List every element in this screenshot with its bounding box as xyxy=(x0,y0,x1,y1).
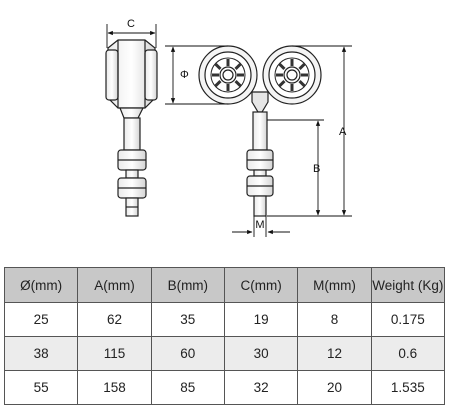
table-row: 38 115 60 30 12 0.6 xyxy=(3,336,446,371)
column-header-b: B(mm) xyxy=(150,267,225,303)
label-m: M xyxy=(255,219,264,231)
side-view xyxy=(105,39,158,217)
label-a: A xyxy=(339,126,347,138)
dimension-a: A xyxy=(267,45,352,217)
label-c: C xyxy=(127,18,135,30)
cell-a: 115 xyxy=(77,336,152,371)
dimension-m: M xyxy=(232,216,290,237)
cell-b: 60 xyxy=(150,336,225,371)
front-view xyxy=(198,45,322,217)
cell-weight: 0.6 xyxy=(370,336,446,371)
cell-a: 158 xyxy=(77,370,152,405)
roller-technical-drawing: C xyxy=(105,18,352,237)
cell-b: 35 xyxy=(150,302,225,337)
table-header-row: Ø(mm) A(mm) B(mm) C(mm) M(mm) Weight (Kg… xyxy=(3,267,446,303)
column-header-a: A(mm) xyxy=(77,267,152,303)
dimension-phi: Φ xyxy=(165,45,228,105)
cell-diameter: 38 xyxy=(3,336,79,371)
label-b: B xyxy=(313,163,320,175)
column-header-weight: Weight (Kg) xyxy=(370,267,446,303)
cell-c: 32 xyxy=(223,370,299,405)
column-header-diameter: Ø(mm) xyxy=(3,267,79,303)
cell-m: 20 xyxy=(297,370,372,405)
dimension-c: C xyxy=(106,18,157,48)
cell-a: 62 xyxy=(77,302,152,337)
cell-c: 19 xyxy=(223,302,299,337)
right-bearing-balls xyxy=(276,59,308,91)
dimension-b: B xyxy=(267,119,324,216)
cell-m: 12 xyxy=(297,336,372,371)
cell-c: 30 xyxy=(223,336,299,371)
cell-diameter: 55 xyxy=(3,370,79,405)
cell-m: 8 xyxy=(297,302,372,337)
column-header-c: C(mm) xyxy=(223,267,299,303)
table-row: 55 158 85 32 20 1.535 xyxy=(3,370,446,405)
table-row: 25 62 35 19 8 0.175 xyxy=(3,302,446,337)
cell-weight: 0.175 xyxy=(370,302,446,337)
cell-diameter: 25 xyxy=(3,302,79,337)
cell-weight: 1.535 xyxy=(370,370,446,405)
specification-table: Ø(mm) A(mm) B(mm) C(mm) M(mm) Weight (Kg… xyxy=(3,267,446,405)
cell-b: 85 xyxy=(150,370,225,405)
column-header-m: M(mm) xyxy=(297,267,372,303)
left-bearing-balls xyxy=(212,59,244,91)
label-phi: Φ xyxy=(180,69,189,81)
